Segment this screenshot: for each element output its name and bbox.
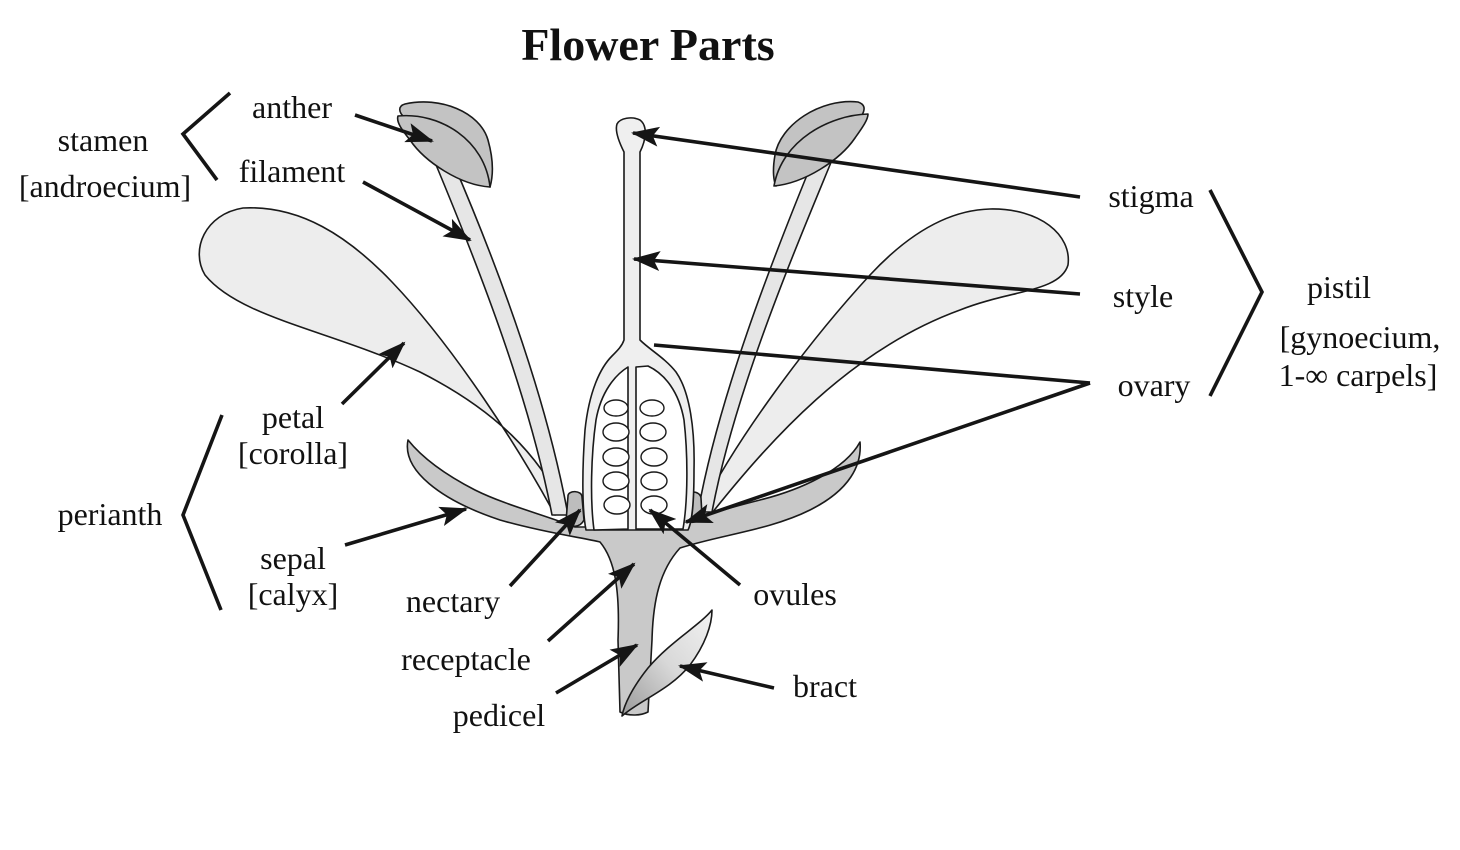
- ovules-group: [602, 399, 668, 515]
- nectary-label: nectary: [406, 583, 500, 619]
- filament-arrow: [362, 180, 472, 242]
- calyx-label: [calyx]: [248, 576, 339, 612]
- carpels-label: 1-∞ carpels]: [1279, 357, 1438, 393]
- style-label: style: [1113, 278, 1173, 314]
- anther-label: anther: [252, 89, 332, 125]
- ovules-arrow: [648, 508, 742, 587]
- ovary-label: ovary: [1118, 367, 1191, 403]
- sepal-label: sepal: [260, 540, 326, 576]
- diagram-title: Flower Parts: [521, 19, 774, 70]
- ovule: [603, 495, 631, 515]
- ovule: [639, 422, 667, 442]
- petal-arrow: [340, 341, 406, 406]
- ovary-leader-upper: [653, 343, 1091, 385]
- labels: anther filament stamen [androecium] peta…: [19, 89, 1441, 733]
- ovule: [640, 447, 668, 467]
- ovule: [603, 399, 629, 417]
- filament-label: filament: [239, 153, 346, 189]
- nectary-arrow: [508, 508, 582, 588]
- braces: [180, 91, 1265, 611]
- stamen-label: stamen: [58, 122, 149, 158]
- pistil-label: pistil: [1307, 269, 1371, 305]
- flower-illustration: [198, 100, 1070, 717]
- bract-label: bract: [793, 668, 857, 704]
- gynoecium-label: [gynoecium,: [1280, 319, 1441, 355]
- perianth-label: perianth: [58, 496, 163, 532]
- stamen-brace: [180, 91, 232, 182]
- corolla-label: [corolla]: [238, 435, 348, 471]
- ovule: [602, 422, 630, 442]
- pedicel-label: pedicel: [453, 697, 546, 733]
- style-arrow: [632, 251, 1081, 296]
- pedicel-arrow: [555, 643, 639, 695]
- left-petal: [198, 207, 567, 516]
- ovary-arrow: [684, 381, 1091, 524]
- leader-lines: [340, 113, 1091, 695]
- right-anther-front: [773, 113, 869, 187]
- petal-label: petal: [262, 399, 324, 435]
- androecium-label: [androecium]: [19, 168, 191, 204]
- ovules-label: ovules: [753, 576, 837, 612]
- anther-arrow: [354, 113, 434, 143]
- bract-arrow: [678, 662, 775, 690]
- receptacle-arrow: [546, 562, 636, 643]
- receptacle-label: receptacle: [401, 641, 531, 677]
- stigma-label: stigma: [1108, 178, 1193, 214]
- left-filament: [433, 159, 569, 516]
- right-filament: [697, 157, 833, 513]
- ovule: [639, 399, 665, 417]
- sepal-arrow: [344, 506, 468, 547]
- perianth-brace: [181, 414, 224, 611]
- ovule: [602, 471, 630, 491]
- bract: [621, 609, 713, 717]
- ovule: [602, 447, 630, 467]
- stigma-arrow: [631, 126, 1081, 199]
- ovule: [640, 471, 668, 491]
- pistil-brace: [1208, 189, 1265, 397]
